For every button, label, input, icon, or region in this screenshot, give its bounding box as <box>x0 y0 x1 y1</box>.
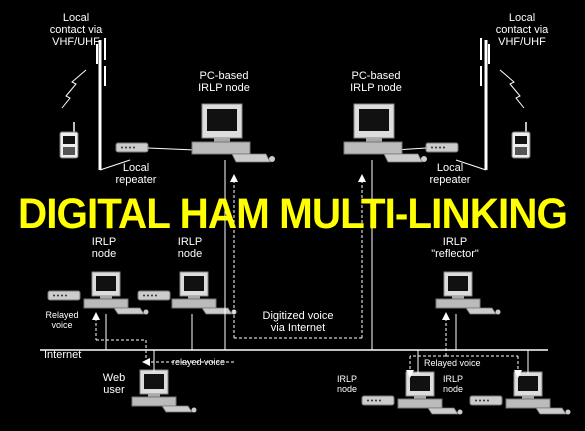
label-relayed-voice-mid: relayed voice <box>172 357 226 367</box>
label-local-contact-left: Local contact via VHF/UHF <box>49 12 103 48</box>
radio-wave-right <box>499 69 525 109</box>
pc-irlp-node-left <box>191 103 276 163</box>
irlp-node-a-modem <box>47 290 81 301</box>
label-pc-node-left: PC-based IRLP node <box>198 70 250 94</box>
web-user-computer <box>131 369 197 413</box>
dashed-voice-paths <box>95 180 519 372</box>
irlp-node-c-modem <box>361 395 395 406</box>
label-internet: Internet <box>44 349 82 361</box>
label-irlp-reflector: IRLP "reflector" <box>431 236 479 260</box>
local-repeater-right <box>425 142 459 153</box>
handheld-radio-right <box>511 121 531 159</box>
irlp-node-d-modem <box>469 395 503 406</box>
handheld-radio-left <box>59 121 79 159</box>
label-relayed-voice-left: Relayed voice <box>45 310 79 330</box>
irlp-node-b-modem <box>137 290 171 301</box>
label-local-repeater-right: Local repeater <box>429 162 471 186</box>
pc-irlp-node-right <box>343 103 428 163</box>
label-relayed-voice-right: Relayed voice <box>424 358 481 368</box>
irlp-node-b-computer <box>171 271 237 315</box>
irlp-reflector-computer <box>435 271 501 315</box>
label-irlp-node-a: IRLP node <box>91 236 117 260</box>
label-local-contact-right: Local contact via VHF/UHF <box>495 12 549 48</box>
radio-wave-left <box>61 69 87 109</box>
arrowheads <box>92 174 522 378</box>
label-digitized-voice: Digitized voice via Internet <box>262 310 334 334</box>
banner-title: DIGITAL HAM MULTI-LINKING <box>17 190 568 238</box>
label-web-user: Web user <box>102 372 126 396</box>
network-links <box>105 160 529 374</box>
label-local-repeater-left: Local repeater <box>115 162 157 186</box>
antenna-tower-right <box>455 38 490 171</box>
label-pc-node-right: PC-based IRLP node <box>350 70 402 94</box>
label-irlp-node-b: IRLP node <box>177 236 203 260</box>
local-repeater-left <box>115 142 149 153</box>
label-irlp-node-d: IRLP node <box>442 374 464 394</box>
label-irlp-node-c: IRLP node <box>336 374 358 394</box>
antenna-tower-left <box>96 38 131 171</box>
irlp-node-d-computer <box>505 371 571 415</box>
